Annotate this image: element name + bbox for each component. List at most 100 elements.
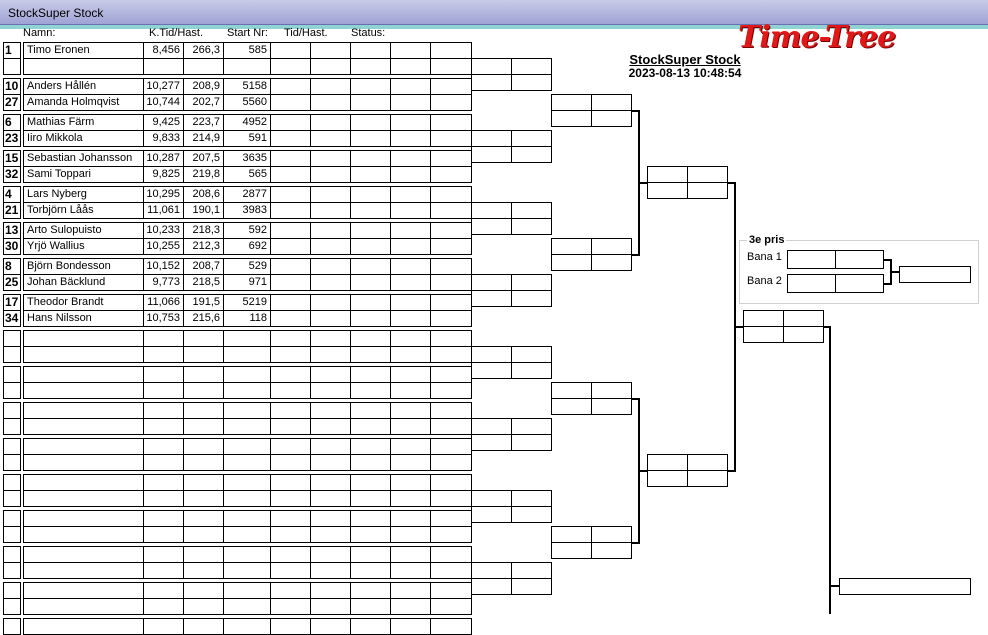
round2-box-b[interactable] xyxy=(511,418,552,435)
ktid-cell[interactable] xyxy=(143,418,184,435)
start-cell[interactable] xyxy=(223,402,271,419)
start-cell[interactable]: 971 xyxy=(223,274,271,291)
status-cell[interactable] xyxy=(350,94,391,111)
round2-box-b[interactable] xyxy=(511,490,552,507)
start-cell[interactable]: 4952 xyxy=(223,114,271,131)
speed-cell[interactable] xyxy=(183,438,224,455)
result-cell-b[interactable] xyxy=(430,418,472,435)
status-cell[interactable] xyxy=(350,618,391,635)
result-cell-a[interactable] xyxy=(390,222,431,239)
quarterfinal-box-c[interactable] xyxy=(551,110,592,127)
tid-cell[interactable] xyxy=(270,202,311,219)
ktid-cell[interactable]: 9,825 xyxy=(143,166,184,183)
speed-cell[interactable]: 215,6 xyxy=(183,310,224,327)
quarterfinal-box-d[interactable] xyxy=(591,110,632,127)
quarterfinal-box-d[interactable] xyxy=(591,254,632,271)
semifinal-box-b[interactable] xyxy=(687,166,728,183)
speed-cell[interactable]: 218,5 xyxy=(183,274,224,291)
result-cell-b[interactable] xyxy=(430,294,472,311)
ktid-cell[interactable] xyxy=(143,562,184,579)
seed-cell[interactable] xyxy=(3,582,21,599)
speed-cell[interactable] xyxy=(183,346,224,363)
speed-cell[interactable] xyxy=(183,474,224,491)
result-cell-a[interactable] xyxy=(390,130,431,147)
result-cell-a[interactable] xyxy=(390,294,431,311)
quarterfinal-box-c[interactable] xyxy=(551,542,592,559)
result-cell-b[interactable] xyxy=(430,346,472,363)
seed-cell[interactable]: 13 xyxy=(3,222,21,239)
result-cell-b[interactable] xyxy=(430,490,472,507)
ktid-cell[interactable] xyxy=(143,582,184,599)
speed-cell[interactable] xyxy=(183,618,224,635)
seed-cell[interactable] xyxy=(3,330,21,347)
round2-box-b[interactable] xyxy=(511,130,552,147)
tid-cell[interactable] xyxy=(270,454,311,471)
round2-box-b[interactable] xyxy=(511,58,552,75)
tid-cell[interactable] xyxy=(270,382,311,399)
status-cell[interactable] xyxy=(350,114,391,131)
tid-cell[interactable] xyxy=(270,222,311,239)
speed-cell[interactable]: 212,3 xyxy=(183,238,224,255)
tid2-cell[interactable] xyxy=(310,294,351,311)
tid2-cell[interactable] xyxy=(310,438,351,455)
status-cell[interactable] xyxy=(350,526,391,543)
round2-box-d[interactable] xyxy=(511,290,552,307)
status-cell[interactable] xyxy=(350,222,391,239)
seed-cell[interactable] xyxy=(3,510,21,527)
speed-cell[interactable] xyxy=(183,598,224,615)
name-cell[interactable]: Sami Toppari xyxy=(23,166,144,183)
ktid-cell[interactable]: 11,061 xyxy=(143,202,184,219)
quarterfinal-box-a[interactable] xyxy=(551,382,592,399)
seed-cell[interactable] xyxy=(3,618,21,635)
tid-cell[interactable] xyxy=(270,94,311,111)
round2-box-d[interactable] xyxy=(511,218,552,235)
round2-box-d[interactable] xyxy=(511,362,552,379)
result-cell-a[interactable] xyxy=(390,510,431,527)
result-cell-b[interactable] xyxy=(430,474,472,491)
ktid-cell[interactable] xyxy=(143,330,184,347)
speed-cell[interactable]: 191,5 xyxy=(183,294,224,311)
tid2-cell[interactable] xyxy=(310,474,351,491)
tid2-cell[interactable] xyxy=(310,114,351,131)
seed-cell[interactable]: 15 xyxy=(3,150,21,167)
speed-cell[interactable] xyxy=(183,58,224,75)
speed-cell[interactable] xyxy=(183,402,224,419)
result-cell-a[interactable] xyxy=(390,310,431,327)
ktid-cell[interactable] xyxy=(143,618,184,635)
name-cell[interactable]: Amanda Holmqvist xyxy=(23,94,144,111)
name-cell[interactable] xyxy=(23,490,144,507)
result-cell-a[interactable] xyxy=(390,186,431,203)
result-cell-b[interactable] xyxy=(430,130,472,147)
result-cell-a[interactable] xyxy=(390,598,431,615)
result-cell-a[interactable] xyxy=(390,562,431,579)
start-cell[interactable]: 565 xyxy=(223,166,271,183)
status-cell[interactable] xyxy=(350,238,391,255)
result-cell-a[interactable] xyxy=(390,150,431,167)
speed-cell[interactable]: 218,3 xyxy=(183,222,224,239)
third-lane1-b[interactable] xyxy=(835,250,884,269)
quarterfinal-box-b[interactable] xyxy=(591,382,632,399)
result-cell-b[interactable] xyxy=(430,310,472,327)
quarterfinal-box-b[interactable] xyxy=(591,94,632,111)
status-cell[interactable] xyxy=(350,598,391,615)
tid-cell[interactable] xyxy=(270,490,311,507)
third-lane2-b[interactable] xyxy=(835,274,884,293)
seed-cell[interactable]: 6 xyxy=(3,114,21,131)
seed-cell[interactable]: 10 xyxy=(3,78,21,95)
result-cell-a[interactable] xyxy=(390,474,431,491)
name-cell[interactable]: Yrjö Wallius xyxy=(23,238,144,255)
ktid-cell[interactable]: 10,744 xyxy=(143,94,184,111)
final-box-d[interactable] xyxy=(783,326,824,343)
seed-cell[interactable] xyxy=(3,454,21,471)
tid-cell[interactable] xyxy=(270,510,311,527)
result-cell-a[interactable] xyxy=(390,454,431,471)
seed-cell[interactable]: 30 xyxy=(3,238,21,255)
round2-box-d[interactable] xyxy=(511,434,552,451)
tid-cell[interactable] xyxy=(270,546,311,563)
semifinal-box-c[interactable] xyxy=(647,182,688,199)
result-cell-a[interactable] xyxy=(390,526,431,543)
start-cell[interactable] xyxy=(223,382,271,399)
start-cell[interactable]: 585 xyxy=(223,42,271,59)
result-cell-a[interactable] xyxy=(390,258,431,275)
seed-cell[interactable] xyxy=(3,418,21,435)
